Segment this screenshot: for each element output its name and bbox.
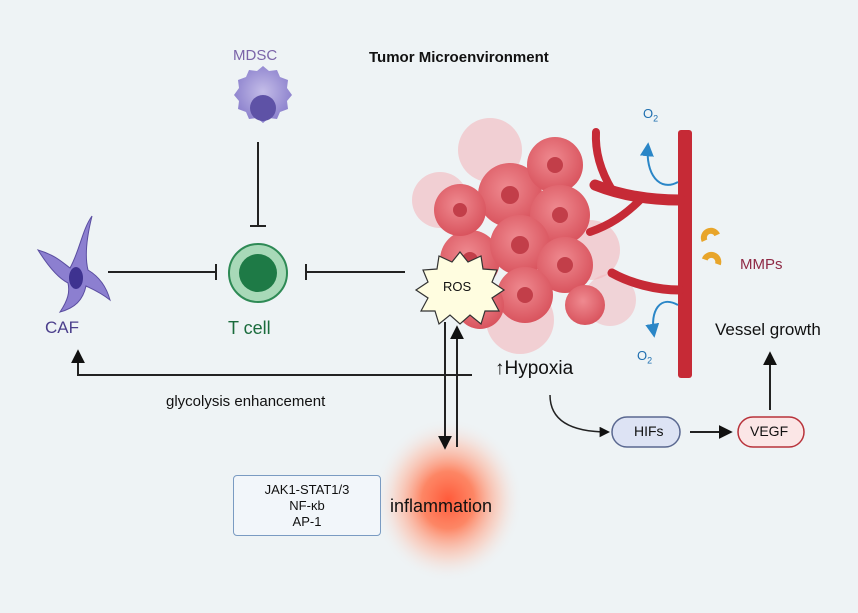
hifs-label: HIFs xyxy=(634,423,664,439)
inflammation-glow xyxy=(373,418,523,582)
blood-vessel-icon xyxy=(586,128,692,378)
ros-starburst-icon xyxy=(414,251,506,326)
diagram-title: Tumor Microenvironment xyxy=(369,49,549,66)
o2-label-bottom: O2 xyxy=(637,348,653,366)
t-cell-label: T cell xyxy=(228,318,271,338)
mdsc-label: MDSC xyxy=(233,47,278,64)
vegf-label: VEGF xyxy=(750,423,789,439)
hypoxia-text: Hypoxia xyxy=(504,358,574,379)
inflammation-label: inflammation xyxy=(390,496,493,516)
signaling-pathways-box: JAK1-STAT1/3 NF-κb AP-1 xyxy=(233,475,381,536)
hypoxia-to-hifs-arrow xyxy=(549,394,611,438)
hifs-node xyxy=(611,416,681,448)
vessel-growth-label: Vessel growth xyxy=(715,320,821,339)
vegf-node xyxy=(737,416,805,448)
glycolysis-arrow xyxy=(71,349,472,376)
glycolysis-label: glycolysis enhancement xyxy=(166,393,326,410)
o2-label-top: O2 xyxy=(643,106,659,124)
mmp-enzyme-icon xyxy=(700,227,722,266)
pathway-item: NF-κb xyxy=(289,498,325,513)
up-arrow-icon: ↑ xyxy=(495,358,505,379)
o2-release-arrow-bottom xyxy=(645,300,679,338)
caf-label: CAF xyxy=(45,318,79,337)
pathway-item: JAK1-STAT1/3 xyxy=(264,482,350,497)
t-cell-icon xyxy=(228,243,288,303)
caf-cell-icon xyxy=(36,215,111,313)
mmps-label: MMPs xyxy=(740,256,783,273)
mdsc-cell-icon xyxy=(234,66,292,123)
ros-label: ROS xyxy=(443,279,472,294)
o2-release-arrow-top xyxy=(639,142,679,186)
hypoxia-label: ↑Hypoxia xyxy=(495,358,573,380)
pathway-item: AP-1 xyxy=(292,514,322,529)
